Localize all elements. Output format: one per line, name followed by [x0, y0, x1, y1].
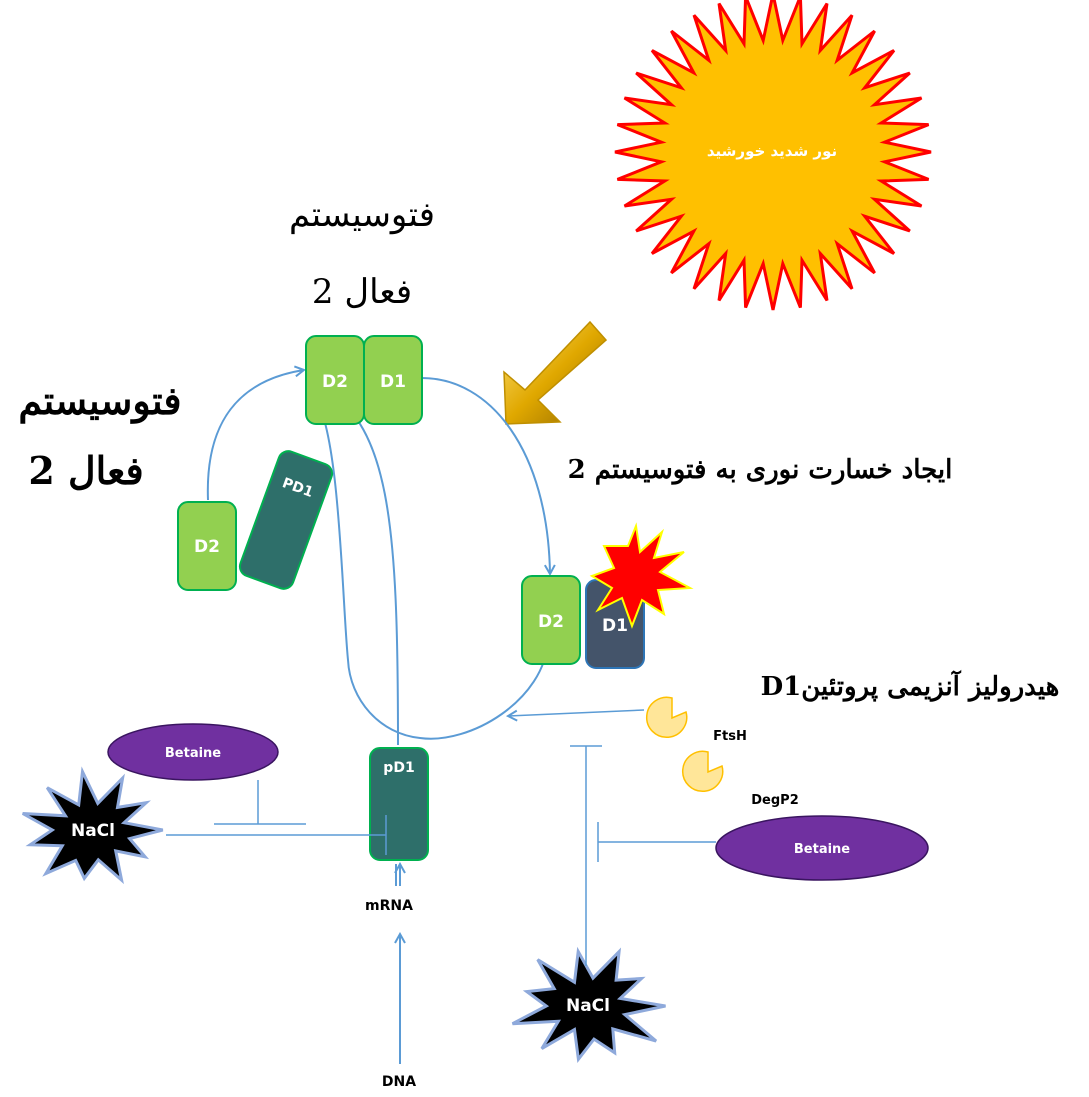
nacl-bottom-label: NaCl: [566, 996, 610, 1016]
sun-burst: نور شدید خورشید: [614, 0, 932, 311]
damage-label: ایجاد خسارت نوری به فتوسیستم 2: [568, 455, 953, 485]
dna-label: DNA: [382, 1074, 416, 1090]
expression-arrows: [396, 864, 400, 1064]
nacl-left: NaCl: [21, 766, 164, 885]
top-active-label-line1: فتوسیستم: [289, 195, 435, 235]
right-d2-label: D2: [538, 612, 564, 632]
betaine-right-label: Betaine: [794, 842, 850, 857]
left-d2-label: D2: [194, 537, 220, 557]
damaged-photosystem: D2 D1: [521, 522, 694, 669]
top-d2-label: D2: [322, 372, 348, 392]
pd1-precursor-label: pD1: [383, 760, 414, 776]
sun-label: نور شدید خورشید: [707, 142, 837, 160]
damage-burst-icon: [589, 522, 694, 629]
degp2-enzyme: DegP2: [681, 750, 799, 808]
light-arrow: [503, 320, 608, 425]
top-photosystem: D2 D1: [305, 335, 423, 425]
nacl-bottom: NaCl: [511, 946, 666, 1063]
inhibition-lines: [166, 745, 716, 966]
left-active-label-line1: فتوسیستم: [18, 378, 181, 424]
top-d1-label: D1: [380, 372, 406, 392]
betaine-left-label: Betaine: [165, 746, 221, 761]
sun-shape: [614, 0, 932, 311]
nacl-left-shape: [21, 766, 164, 885]
nacl-left-label: NaCl: [71, 821, 115, 841]
hydrolysis-arrow: [508, 709, 645, 716]
pd1-precursor: pD1: [369, 747, 429, 861]
reassembling-photosystem: D2 PD1: [177, 450, 334, 591]
left-active-label-line2: 2 فعال: [28, 448, 143, 493]
betaine-left: Betaine: [107, 723, 279, 781]
betaine-right: Betaine: [715, 815, 929, 881]
right-d1-label: D1: [602, 616, 628, 636]
ftsh-label: FtsH: [713, 729, 747, 744]
hydrolysis-label: D1هیدرولیز آنزیمی پروتئین: [761, 669, 1060, 702]
nacl-bottom-shape: [511, 946, 666, 1063]
top-active-label-line2: 2 فعال: [312, 272, 412, 312]
degp2-label: DegP2: [751, 793, 799, 808]
mrna-label: mRNA: [365, 898, 413, 914]
ftsh-enzyme: FtsH: [645, 696, 747, 744]
